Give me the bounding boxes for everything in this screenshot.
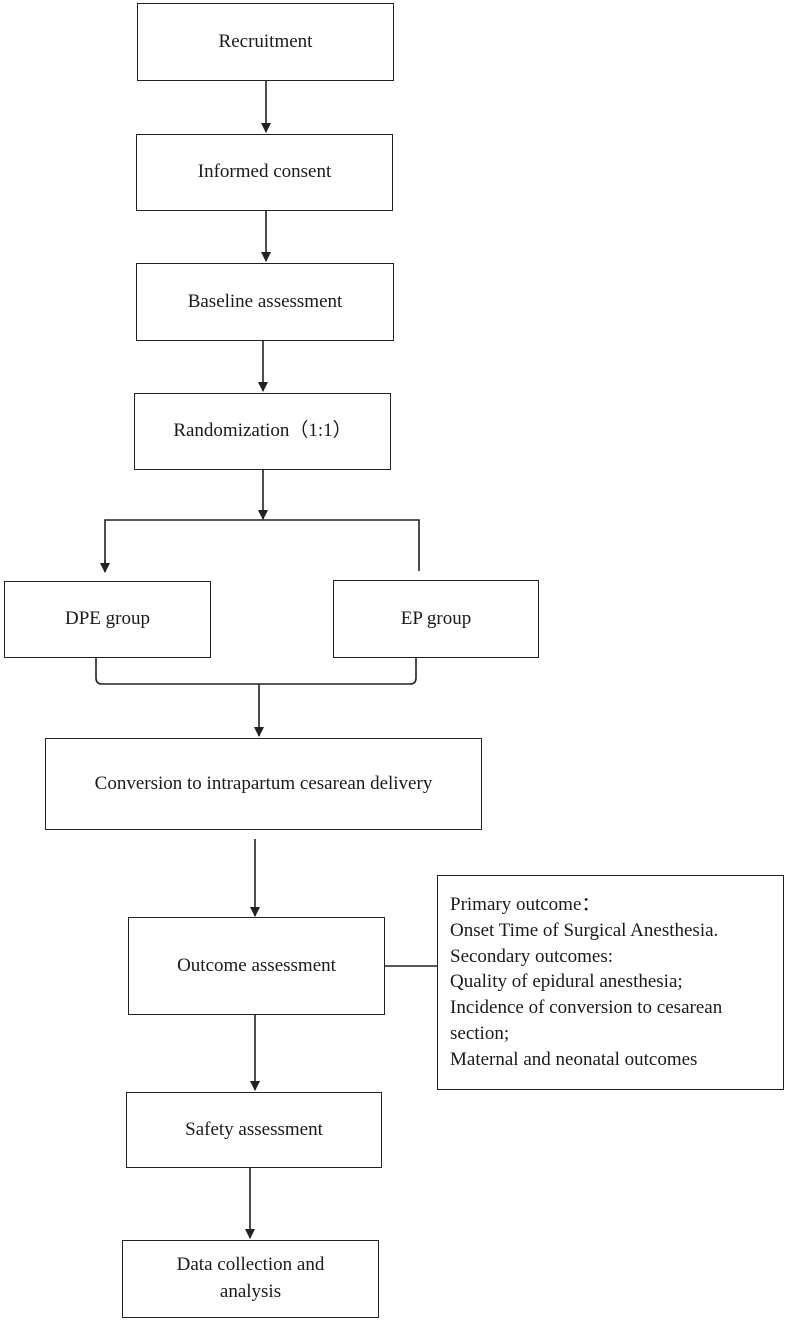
safety-assessment-box: Safety assessment	[126, 1092, 382, 1168]
primary-outcome-item: Onset Time of Surgical Anesthesia.	[450, 919, 719, 941]
randomization-label: Randomization（1:1）	[173, 420, 352, 442]
split-connector	[104, 519, 420, 571]
merge-bracket	[95, 657, 417, 685]
informed-consent-box: Informed consent	[136, 134, 393, 211]
data-collection-label: Data collection and analysis	[176, 1254, 325, 1302]
baseline-assessment-box: Baseline assessment	[136, 263, 394, 341]
conversion-label: Conversion to intrapartum cesarean deliv…	[94, 772, 433, 794]
conversion-box: Conversion to intrapartum cesarean deliv…	[45, 738, 482, 830]
informed-consent-label: Informed consent	[197, 161, 332, 183]
outcome-assessment-label: Outcome assessment	[177, 954, 336, 976]
data-collection-box: Data collection and analysis	[122, 1240, 379, 1318]
safety-assessment-label: Safety assessment	[185, 1118, 323, 1140]
secondary-outcome-item: Quality of epidural anesthesia;	[450, 971, 683, 993]
recruitment-label: Recruitment	[218, 30, 313, 52]
recruitment-box: Recruitment	[137, 3, 394, 81]
secondary-outcomes-heading: Secondary outcomes:	[450, 945, 614, 967]
randomization-box: Randomization（1:1）	[134, 393, 391, 470]
ep-group-box: EP group	[333, 580, 539, 658]
outcomes-note: Primary outcome： Onset Time of Surgical …	[437, 875, 784, 1090]
dpe-group-box: DPE group	[4, 581, 211, 658]
primary-outcome-heading: Primary outcome：	[450, 894, 601, 915]
ep-group-label: EP group	[400, 607, 472, 629]
baseline-assessment-label: Baseline assessment	[187, 290, 343, 312]
dpe-group-label: DPE group	[65, 608, 150, 630]
outcome-assessment-box: Outcome assessment	[128, 917, 385, 1015]
secondary-outcome-item: Incidence of conversion to cesarean sect…	[450, 997, 723, 1045]
secondary-outcome-item: Maternal and neonatal outcomes	[450, 1048, 698, 1070]
